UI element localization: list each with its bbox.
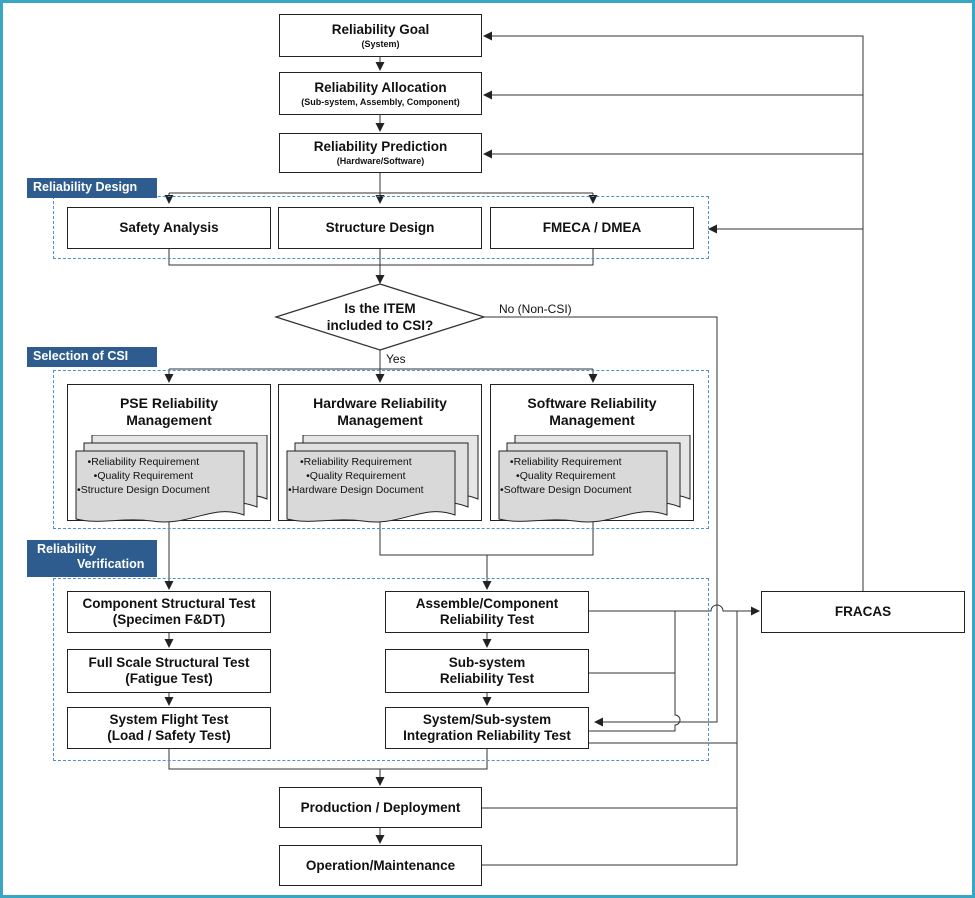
decision-question-line2: included to CSI? [326, 318, 434, 333]
software-item: Quality Requirement [500, 469, 632, 483]
reliability-prediction-title: Reliability Prediction [313, 139, 448, 154]
software-item: Software Design Document [500, 483, 632, 497]
system-flight-test-title: System Flight Test [109, 712, 229, 727]
reliability-allocation-box: Reliability Allocation (Sub-system, Asse… [279, 72, 482, 115]
decision-question: Is the ITEM included to CSI? [300, 300, 460, 334]
reliability-goal-title: Reliability Goal [331, 21, 430, 37]
structure-design-text: Structure Design [325, 220, 435, 235]
decision-question-line1: Is the ITEM [344, 301, 416, 316]
pse-item-list: Reliability Requirement Quality Requirem… [77, 455, 210, 497]
hardware-item-list: Reliability Requirement Quality Requirem… [288, 455, 424, 497]
fracas-box: FRACAS [761, 591, 965, 633]
pse-title-line1: PSE Reliability [119, 395, 219, 411]
operation-maintenance-box: Operation/Maintenance [279, 845, 482, 886]
system-flight-test-box: System Flight Test (Load / Safety Test) [67, 707, 271, 749]
production-deployment-box: Production / Deployment [279, 787, 482, 828]
integration-reliability-test-box: System/Sub-system Integration Reliabilit… [385, 707, 589, 749]
decision-no-label: No (Non-CSI) [499, 302, 572, 316]
reliability-goal-box: Reliability Goal (System) [279, 14, 482, 57]
assemble-component-test-sub: Reliability Test [439, 612, 535, 627]
safety-analysis-box: Safety Analysis [67, 207, 271, 249]
hardware-item: Hardware Design Document [288, 483, 424, 497]
reliability-design-label: Reliability Design [27, 178, 157, 198]
fracas-text: FRACAS [834, 604, 892, 619]
reliability-verification-label-line2: Verification [77, 557, 145, 571]
subsystem-reliability-test-title: Sub-system [448, 655, 526, 670]
line-operation-out [482, 611, 738, 866]
decision-diamond [273, 283, 487, 351]
pse-item: Reliability Requirement [77, 455, 210, 469]
reliability-verification-label: Reliability Verification [27, 540, 157, 577]
reliability-allocation-sub: (Sub-system, Assembly, Component) [301, 96, 460, 107]
software-item-list: Reliability Requirement Quality Requirem… [500, 455, 632, 497]
hardware-item: Quality Requirement [288, 469, 424, 483]
line-verification-merge [168, 749, 488, 770]
decision-yes-label: Yes [386, 352, 406, 366]
pse-title-line2: Management [126, 412, 212, 428]
software-item: Reliability Requirement [500, 455, 632, 469]
hardware-management-card: Hardware Reliability Management Reliabil… [278, 384, 482, 523]
subsystem-reliability-test-sub: Reliability Test [439, 671, 535, 686]
system-flight-test-sub: (Load / Safety Test) [107, 728, 231, 743]
component-structural-test-box: Component Structural Test (Specimen F&DT… [67, 591, 271, 633]
pse-management-card: PSE Reliability Management Reliability R… [67, 384, 271, 523]
arrow-non-csi [468, 316, 718, 727]
arrow-fracas-to-goal [483, 31, 864, 591]
fmeca-dmea-text: FMECA / DMEA [542, 220, 642, 235]
operation-maintenance-text: Operation/Maintenance [305, 857, 456, 873]
software-title-line1: Software Reliability [527, 395, 657, 411]
assemble-component-test-title: Assemble/Component [415, 596, 559, 611]
reliability-goal-sub: (System) [361, 38, 400, 49]
reliability-allocation-title: Reliability Allocation [314, 79, 447, 95]
pse-item: Structure Design Document [77, 483, 210, 497]
design-group [53, 196, 709, 259]
selection-of-csi-label-text: Selection of CSI [33, 349, 129, 363]
full-scale-structural-test-title: Full Scale Structural Test [88, 655, 250, 670]
assemble-component-test-box: Assemble/Component Reliability Test [385, 591, 589, 633]
line-integration-feedback [589, 611, 681, 732]
component-structural-test-title: Component Structural Test [82, 596, 256, 611]
hardware-title-line2: Management [337, 412, 423, 428]
reliability-verification-label-line1: Reliability [37, 542, 97, 556]
line-design-merge [168, 249, 594, 266]
subsystem-reliability-test-box: Sub-system Reliability Test [385, 649, 589, 693]
csi-group [53, 370, 709, 529]
reliability-prediction-box: Reliability Prediction (Hardware/Softwar… [279, 133, 482, 173]
hardware-title-line1: Hardware Reliability [313, 395, 447, 411]
production-deployment-text: Production / Deployment [300, 799, 461, 815]
reliability-prediction-sub: (Hardware/Software) [336, 156, 425, 166]
safety-analysis-text: Safety Analysis [119, 220, 219, 235]
software-title-line2: Management [549, 412, 635, 428]
integration-reliability-test-sub: Integration Reliability Test [403, 728, 571, 743]
pse-item: Quality Requirement [77, 469, 210, 483]
connector-lines [164, 31, 864, 866]
arrow-assemble-to-fracas [589, 604, 760, 616]
structure-design-box: Structure Design [278, 207, 482, 249]
selection-of-csi-label: Selection of CSI [27, 347, 157, 367]
full-scale-structural-test-sub: (Fatigue Test) [125, 671, 213, 686]
full-scale-structural-test-box: Full Scale Structural Test (Fatigue Test… [67, 649, 271, 693]
integration-reliability-test-title: System/Sub-system [422, 712, 552, 727]
verification-group [53, 578, 709, 761]
fmeca-dmea-box: FMECA / DMEA [490, 207, 694, 249]
hardware-item: Reliability Requirement [288, 455, 424, 469]
component-structural-test-sub: (Specimen F&DT) [112, 612, 226, 627]
software-management-card: Software Reliability Management Reliabil… [490, 384, 694, 523]
reliability-design-label-text: Reliability Design [33, 180, 138, 194]
